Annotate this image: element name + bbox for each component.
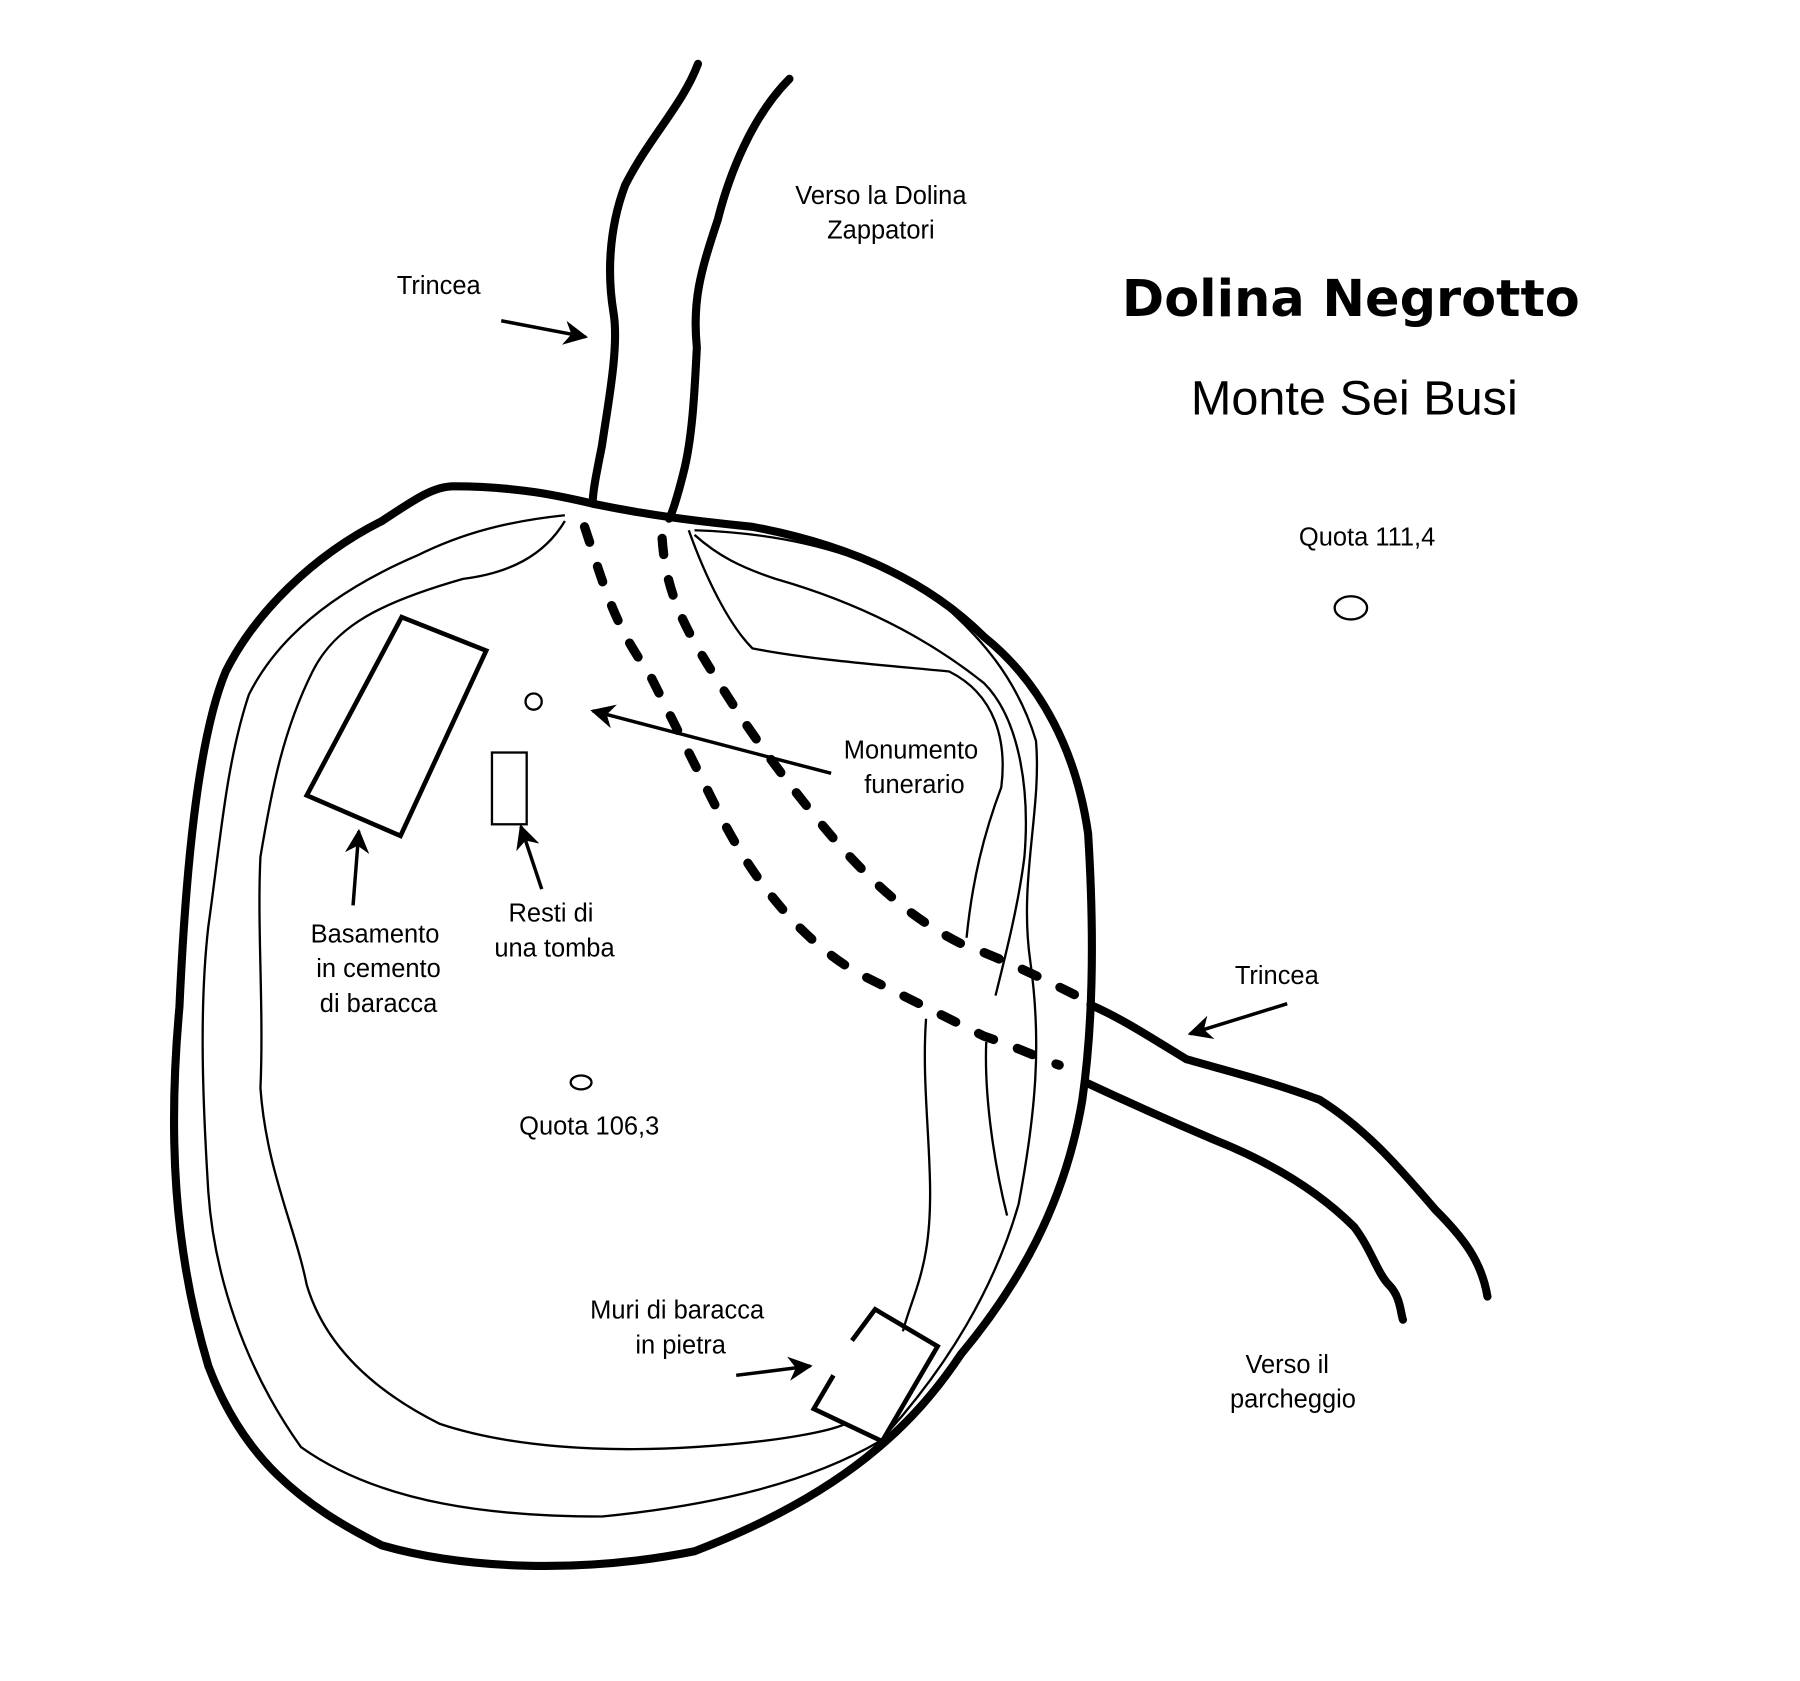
label-trincea-north: Trincea — [397, 272, 482, 300]
label-in-pietra: in pietra — [635, 1331, 726, 1359]
north-trench-right-wall — [665, 74, 794, 523]
basamento-arrow — [345, 828, 370, 906]
stone-walls-outline — [810, 1306, 941, 1445]
label-zappatori: Zappatori — [827, 217, 935, 245]
dashed-path-west — [579, 522, 1064, 1070]
quota-106-marker — [569, 1074, 593, 1091]
resti-arrow — [516, 824, 544, 890]
label-monumento: Monumento — [844, 736, 978, 764]
cement-base-rectangle — [303, 614, 490, 839]
label-verso-dolina: Verso la Dolina — [795, 182, 967, 210]
east-trench-upper-wall — [1086, 1000, 1492, 1301]
trincea-north-arrow — [500, 319, 589, 345]
label-funerario: funerario — [864, 771, 964, 799]
label-quota-111: Quota 111,4 — [1299, 523, 1435, 551]
label-di-baracca: di baracca — [320, 990, 438, 1018]
label-una-tomba: una tomba — [494, 934, 615, 962]
contour-line-east-inner — [693, 534, 1027, 1216]
label-resti-di: Resti di — [509, 900, 594, 928]
map-title: Dolina Negrotto — [1122, 270, 1580, 329]
muri-arrow — [735, 1356, 813, 1381]
tomb-remains-rectangle — [490, 751, 528, 826]
trincea-east-arrow — [1187, 1002, 1288, 1039]
label-verso-il: Verso il — [1245, 1351, 1328, 1379]
label-muri-di-baracca: Muri di baracca — [590, 1297, 765, 1325]
monumento-arrow — [590, 704, 832, 776]
funerary-monument-marker — [524, 692, 543, 711]
quota-111-marker — [1333, 595, 1369, 621]
label-trincea-east: Trincea — [1235, 962, 1320, 990]
label-in-cemento: in cemento — [316, 955, 441, 983]
dashed-path-east — [657, 533, 1082, 1001]
label-basamento: Basamento — [311, 920, 440, 948]
contour-line-inner — [258, 520, 1004, 1451]
map-subtitle: Monte Sei Busi — [1191, 372, 1518, 426]
east-trench-lower-wall — [1081, 1078, 1408, 1324]
contour-line-middle — [201, 514, 1039, 1518]
label-quota-106: Quota 106,3 — [519, 1113, 659, 1141]
north-trench-left-wall — [588, 59, 703, 508]
label-parcheggio: parcheggio — [1230, 1386, 1356, 1414]
